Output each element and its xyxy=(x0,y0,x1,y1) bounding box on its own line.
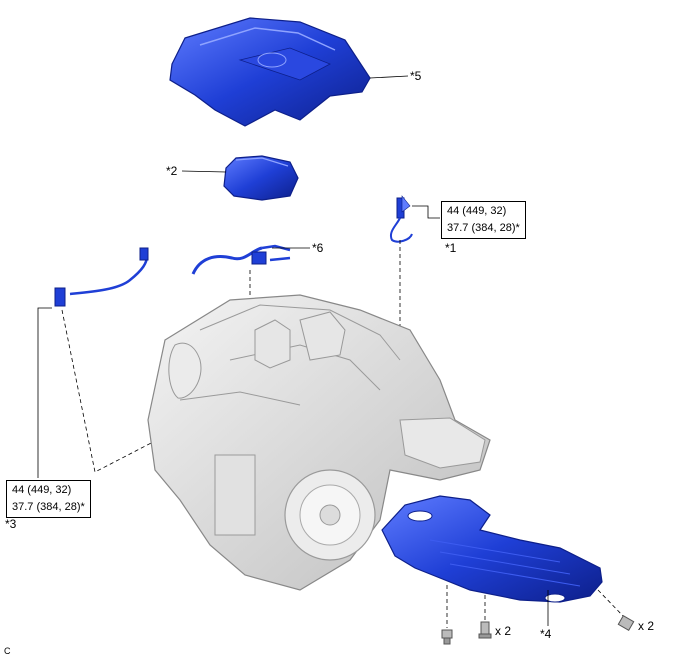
torque-spec-box-upper: 44 (449, 32) 37.7 (384, 28)* xyxy=(441,201,526,239)
leader-line-sensor-1 xyxy=(412,205,440,219)
engine-under-cover xyxy=(381,495,603,603)
engine-assembly xyxy=(147,294,491,591)
leader-line-cover xyxy=(369,75,409,79)
callout-label-2: *2 xyxy=(166,164,178,178)
callout-label-4: *4 xyxy=(540,627,552,641)
bolt-icon-left xyxy=(441,629,453,645)
dash-line-bolt-right xyxy=(597,589,626,619)
engine-cover xyxy=(169,17,371,127)
leader-line-small-cover xyxy=(181,170,227,173)
callout-label-5: *5 xyxy=(410,69,422,83)
torque-value-primary: 44 (449, 32) xyxy=(12,484,72,496)
air-fuel-sensor-3 xyxy=(54,247,149,307)
callout-label-6: *6 xyxy=(312,241,324,255)
quantity-label-center: x 2 xyxy=(495,624,511,638)
torque-value-primary: 44 (449, 32) xyxy=(447,205,507,217)
callout-label-3: *3 xyxy=(5,517,17,531)
sensor-harness-6 xyxy=(191,244,291,275)
bolt-icon-right xyxy=(617,614,635,632)
torque-value-secondary: 37.7 (384, 28)* xyxy=(447,222,520,234)
leader-line-sensor-3 xyxy=(37,307,52,478)
quantity-label-right: x 2 xyxy=(638,619,654,633)
torque-spec-box-lower: 44 (449, 32) 37.7 (384, 28)* xyxy=(6,480,91,518)
air-fuel-sensor-1 xyxy=(390,195,413,243)
torque-value-secondary: 37.7 (384, 28)* xyxy=(12,501,85,513)
bolt-icon-center xyxy=(478,621,492,639)
small-cover xyxy=(223,155,299,201)
callout-label-1: *1 xyxy=(445,241,457,255)
corner-code: C xyxy=(4,646,11,656)
